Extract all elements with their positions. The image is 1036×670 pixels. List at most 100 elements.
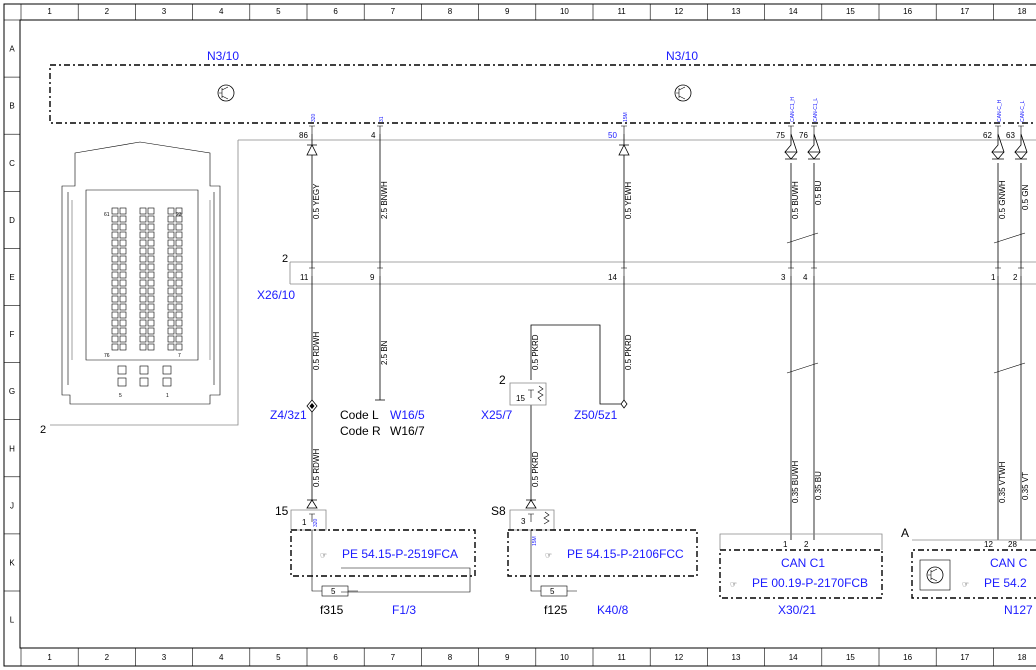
grid-col-13-bottom: 13	[732, 653, 741, 662]
grid-col-5-top: 5	[276, 7, 281, 16]
grid-col-15-top: 15	[846, 7, 855, 16]
k40-fuse-number: 5	[550, 587, 555, 596]
fuse-box-f1-3: 15 1 320 ☞ PE 54.15-P-2519FCA 5 f315 F1/…	[275, 499, 476, 617]
k40-signal: 15M	[532, 536, 538, 546]
x30-pin-2: 2	[804, 540, 809, 549]
grid-col-14-bottom: 14	[789, 653, 798, 662]
z4-3z1-label: Z4/3z1	[270, 408, 307, 422]
grid-col-10-top: 10	[560, 7, 569, 16]
n127-component: N127	[1004, 603, 1033, 617]
grid-row-J: J	[10, 501, 14, 510]
z50-5z1-label: Z50/5z1	[574, 408, 618, 422]
grid-col-2-top: 2	[105, 7, 110, 16]
grid-row-A: A	[9, 45, 15, 54]
grid-col-9-top: 9	[505, 7, 510, 16]
k40-pin: 3	[521, 517, 526, 526]
x30-pin-1: 1	[783, 540, 788, 549]
pin-number-c2h: 62	[983, 131, 992, 140]
grid-col-7-top: 7	[391, 7, 396, 16]
wire-label-pkrd-lower: 0.5 PKRD	[531, 451, 540, 487]
can-node-n127: A 12 28 CAN C ☞ PE 54.2 N127	[901, 526, 1036, 617]
x26-10-number: 2	[282, 253, 288, 265]
wire-label-rdwh: 0.5 RDWH	[312, 332, 321, 370]
frame-inner	[19, 19, 1036, 649]
pin-number-15M: 50	[608, 131, 617, 140]
manual-icon-f1: ☞	[320, 551, 327, 560]
connector-plate-number: 2	[40, 424, 46, 436]
x26-10-connector-body	[289, 261, 1036, 285]
x26-pin-11: 11	[300, 273, 309, 282]
grid-row-E: E	[9, 273, 14, 282]
grid-col-18-top: 18	[1018, 7, 1027, 16]
x30-reference[interactable]: PE 00.19-P-2170FCB	[752, 576, 868, 590]
n127-reference[interactable]: PE 54.2	[984, 576, 1027, 590]
pin-number-320: 86	[299, 131, 308, 140]
frame-outer	[3, 3, 1036, 667]
can-node-x30-21: 1 2 CAN C1 ☞ PE 00.19-P-2170FCB X30/21	[719, 533, 883, 617]
x26-pin-4: 4	[803, 273, 808, 282]
wire-label-yewh: 0.5 YEWH	[624, 182, 633, 219]
wire-label-buwh: 0.5 BUWH	[791, 181, 800, 219]
pin-number-c1l: 76	[799, 131, 808, 140]
grid-col-14-top: 14	[789, 7, 798, 16]
pin-number-31: 4	[371, 131, 376, 140]
f1-top-number: 15	[275, 504, 289, 518]
f1-reference[interactable]: PE 54.15-P-2519FCA	[342, 547, 458, 561]
x26-pin-1: 1	[991, 273, 996, 282]
module-n3-10-boundary	[49, 64, 1036, 124]
wire-label-gn: 0.5 GN	[1021, 184, 1030, 210]
grid-row-G: G	[9, 387, 15, 396]
grid-col-8-bottom: 8	[448, 653, 453, 662]
pin-signal-320: 320	[311, 113, 317, 122]
x26-pin-2: 2	[1013, 273, 1018, 282]
wire-label-yegy: 0.5 YEGY	[312, 183, 321, 219]
grid-col-9-bottom: 9	[505, 653, 510, 662]
wire-label-gnwh: 0.5 GNWH	[998, 180, 1007, 219]
x25-7-number: 2	[499, 373, 506, 387]
grid-row-D: D	[9, 216, 15, 225]
plate-pin-1: 1	[166, 393, 169, 399]
code-l-label: Code L	[340, 408, 379, 422]
grid-col-4-bottom: 4	[219, 653, 224, 662]
grid-row-L: L	[10, 616, 15, 625]
code-r-value: W16/7	[390, 424, 425, 438]
x25-7-label: X25/7	[481, 408, 513, 422]
wire-label-bn: 2.5 BN	[380, 340, 389, 365]
f1-component: F1/3	[392, 603, 416, 617]
wire-label-pkrd-a: 0.5 PKRD	[531, 334, 540, 370]
grid-row-B: B	[9, 102, 14, 111]
splice-z4-3z1: Z4/3z1	[270, 399, 318, 422]
wire-labels: 0.5 YEGY 2.5 BNWH 0.5 YEWH 0.5 BUWH 0.5 …	[312, 180, 1030, 503]
pin-signal-31: 31	[379, 116, 385, 122]
grid-col-5-bottom: 5	[276, 653, 281, 662]
manual-icon-n127: ☞	[962, 580, 969, 589]
k40-fuse-label: f125	[544, 603, 568, 617]
grid-col-12-bottom: 12	[674, 653, 683, 662]
transistor-icon-left	[217, 84, 235, 102]
grid-col-17-top: 17	[960, 7, 969, 16]
wire-label-035-vt: 0.35 VT	[1021, 472, 1030, 500]
housing-outline	[50, 140, 239, 426]
k40-reference[interactable]: PE 54.15-P-2106FCC	[567, 547, 684, 561]
plate-pin-76: 76	[104, 353, 110, 359]
wires	[311, 134, 1026, 540]
wire-label-035-vtwh: 0.35 VTWH	[998, 461, 1007, 503]
n127-title: CAN C	[990, 556, 1028, 570]
grid-column-labels: 1122334455667788991010111112121313141415…	[20, 4, 1027, 666]
grid-col-3-top: 3	[162, 7, 167, 16]
grid-col-1-top: 1	[47, 7, 52, 16]
module-n3-10-label-right: N3/10	[666, 49, 698, 63]
pin-signal-c2l: CAN-C_L	[1020, 100, 1026, 122]
wire-label-035-buwh: 0.35 BUWH	[791, 461, 800, 503]
pin-signal-15M: 15M	[623, 112, 629, 122]
connector-x25-7: 2 15 X25/7	[481, 373, 547, 422]
x26-pin-3: 3	[781, 273, 786, 282]
n127-pin-28: 28	[1008, 540, 1017, 549]
code-r-label: Code R	[340, 424, 381, 438]
grid-col-16-bottom: 16	[903, 653, 912, 662]
f1-fuse-number: 5	[331, 587, 336, 596]
grid-col-15-bottom: 15	[846, 653, 855, 662]
pin-number-c1h: 75	[776, 131, 785, 140]
